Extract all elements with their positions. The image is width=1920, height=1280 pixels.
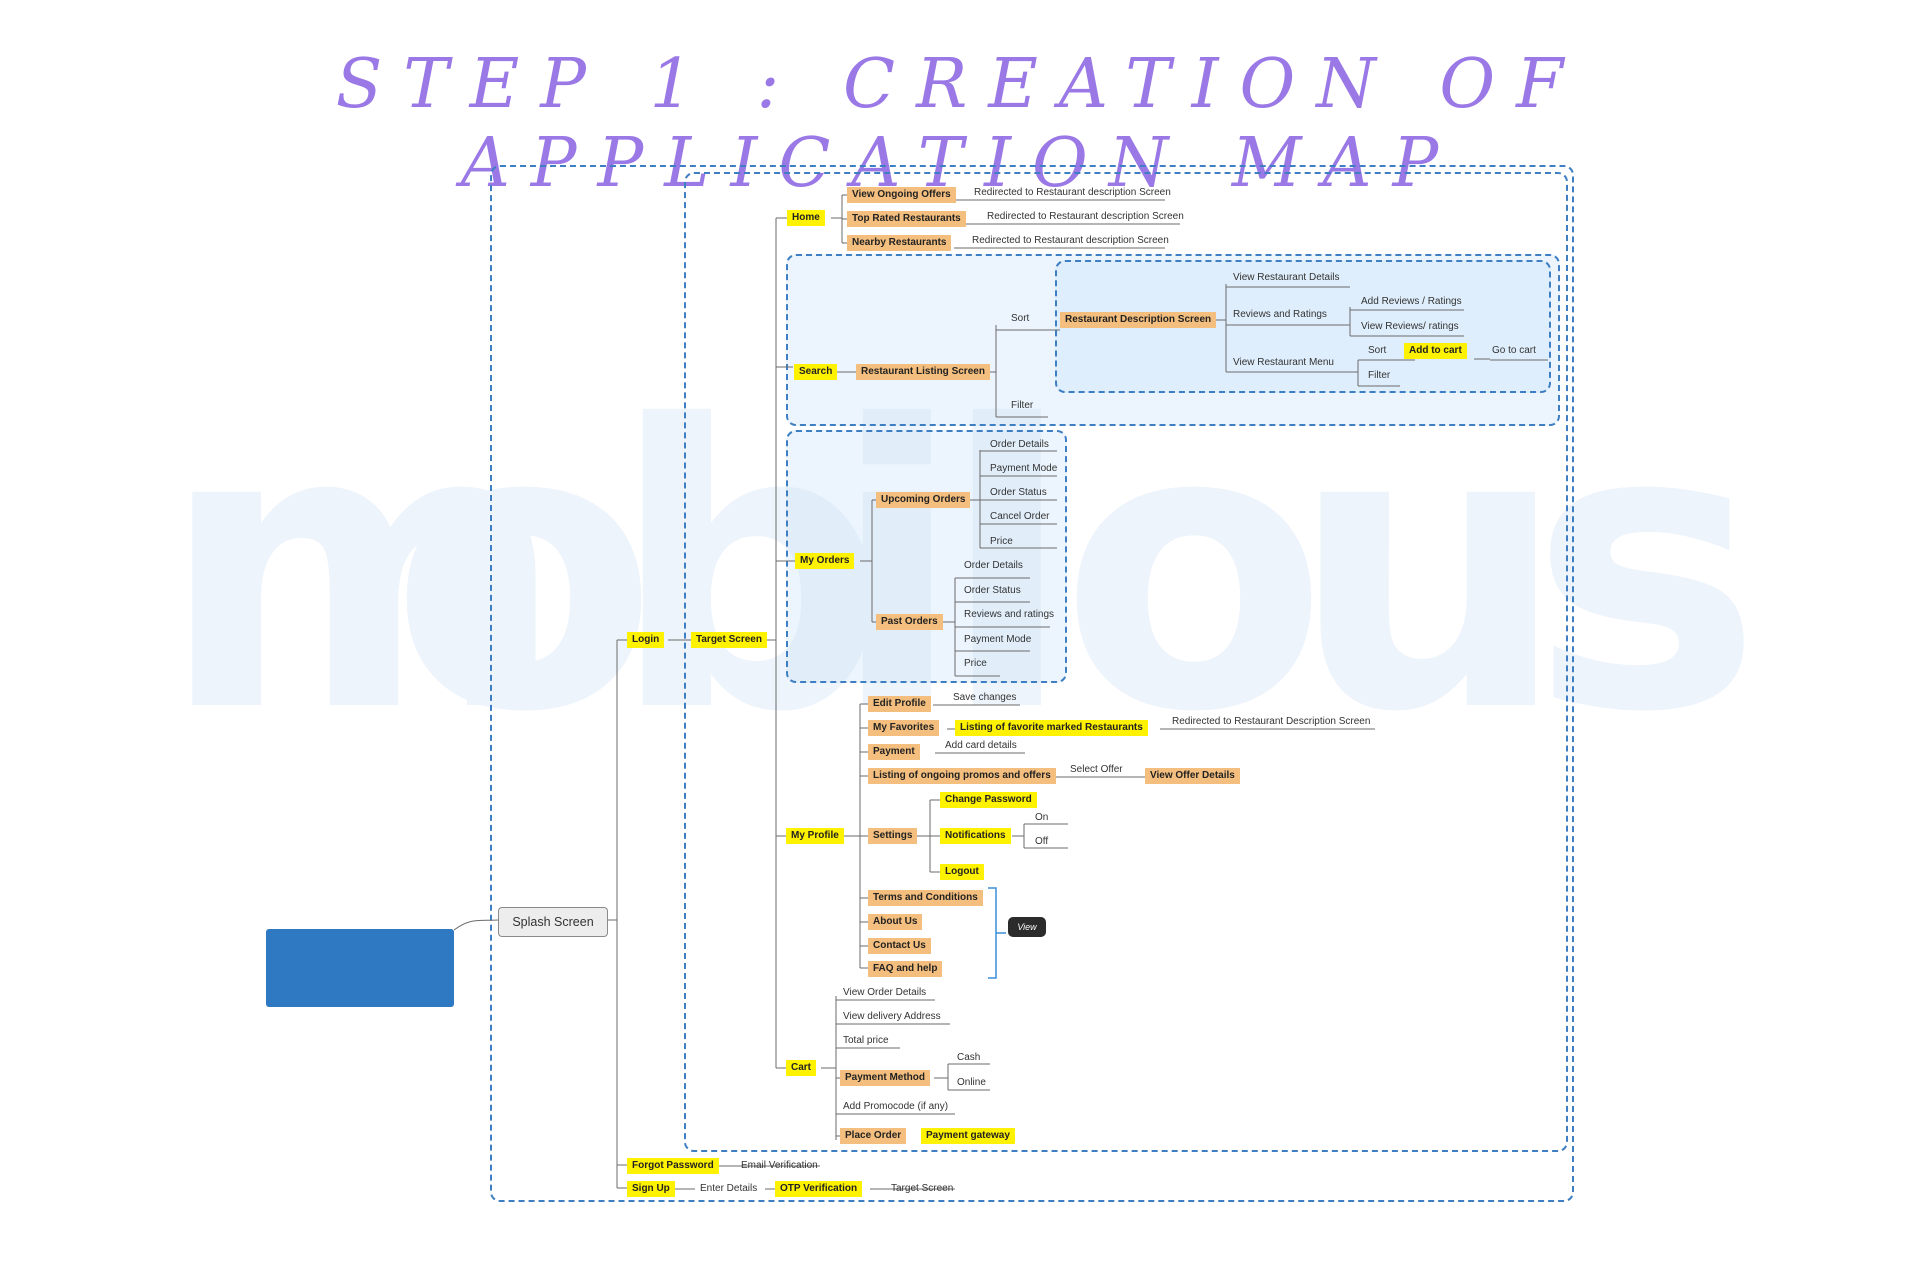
node-past-orders: Past Orders (876, 614, 943, 630)
watermark-letter: o (1060, 343, 1328, 797)
node-go-to-cart: Go to cart (1492, 345, 1536, 356)
node-about-us: About Us (868, 914, 923, 930)
node-add-promocode: Add Promocode (if any) (843, 1101, 949, 1112)
node-sort: Sort (1011, 313, 1030, 324)
node-past-item: Order Details (964, 560, 1023, 571)
node-edit-profile: Edit Profile (868, 696, 931, 712)
node-change-password: Change Password (940, 792, 1037, 808)
node-redirect-3: Redirected to Restaurant description Scr… (972, 235, 1169, 246)
node-splash-screen: Splash Screen (498, 907, 608, 937)
watermark-letter: u (1290, 343, 1568, 797)
watermark-letter: m (160, 343, 567, 797)
node-past-item: Price (964, 658, 987, 669)
node-otp-verification: OTP Verification (775, 1181, 863, 1197)
node-view-offer-details: View Offer Details (1145, 768, 1240, 784)
node-restaurant-description: Restaurant Description Screen (1060, 312, 1217, 328)
node-payment-gateway: Payment gateway (921, 1128, 1015, 1144)
search-frame (786, 254, 1560, 426)
node-filter: Filter (1011, 400, 1034, 411)
node-top-rated-restaurants: Top Rated Restaurants (847, 211, 966, 227)
node-add-to-cart: Add to cart (1404, 343, 1467, 359)
node-sign-up: Sign Up (627, 1181, 675, 1197)
node-upcoming-item: Cancel Order (990, 511, 1050, 522)
node-favorite-redirect: Redirected to Restaurant Description Scr… (1172, 716, 1371, 727)
node-faq-help: FAQ and help (868, 961, 943, 977)
node-payment: Payment (868, 744, 920, 760)
watermark-letter: o (390, 343, 658, 797)
node-select-offer: Select Offer (1070, 764, 1123, 775)
node-total-price: Total price (843, 1035, 889, 1046)
node-view-ongoing-offers: View Ongoing Offers (847, 187, 956, 203)
watermark-letter: b (610, 343, 890, 797)
node-home: Home (787, 210, 825, 226)
node-notifications-on: On (1035, 812, 1049, 823)
node-notifications-off: Off (1035, 836, 1049, 847)
node-logout: Logout (940, 864, 984, 880)
node-online: Online (957, 1077, 986, 1088)
node-search: Search (794, 364, 838, 380)
node-past-item: Payment Mode (964, 634, 1032, 645)
node-cash: Cash (957, 1052, 981, 1063)
node-view: View (1008, 917, 1046, 937)
node-add-reviews: Add Reviews / Ratings (1361, 296, 1462, 307)
node-settings: Settings (868, 828, 918, 844)
target-screen-frame (684, 172, 1568, 1152)
node-login: Login (627, 632, 665, 648)
node-save-changes: Save changes (953, 692, 1017, 703)
node-cart: Cart (786, 1060, 817, 1076)
node-restaurant-listing: Restaurant Listing Screen (856, 364, 990, 380)
node-notifications: Notifications (940, 828, 1011, 844)
node-terms-conditions: Terms and Conditions (868, 890, 983, 906)
mobilous-watermark: m o b i l o u s (160, 350, 1800, 790)
node-add-card-details: Add card details (945, 740, 1017, 751)
node-upcoming-item: Order Details (990, 439, 1049, 450)
node-my-orders: My Orders (795, 553, 855, 569)
node-reviews-ratings: Reviews and Ratings (1233, 309, 1327, 320)
node-promos-offers: Listing of ongoing promos and offers (868, 768, 1056, 784)
node-view-order-details: View Order Details (843, 987, 927, 998)
node-menu-sort: Sort (1368, 345, 1387, 356)
node-upcoming-item: Payment Mode (990, 463, 1058, 474)
node-view-reviews: View Reviews/ ratings (1361, 321, 1459, 332)
node-contact-us: Contact Us (868, 938, 931, 954)
application-frame (490, 165, 1574, 1202)
node-payment-method: Payment Method (840, 1070, 931, 1086)
node-redirect-1: Redirected to Restaurant description Scr… (974, 187, 1171, 198)
node-place-order: Place Order (840, 1128, 907, 1144)
node-past-item: Reviews and ratings (964, 609, 1055, 620)
watermark-letter: i (830, 343, 964, 797)
node-forgot-password: Forgot Password (627, 1158, 719, 1174)
node-menu-filter: Filter (1368, 370, 1391, 381)
node-nearby-restaurants: Nearby Restaurants (847, 235, 952, 251)
node-enter-details: Enter Details (700, 1183, 758, 1194)
node-my-favorites: My Favorites (868, 720, 940, 736)
node-upcoming-orders: Upcoming Orders (876, 492, 971, 508)
node-target-screen: Target Screen (691, 632, 767, 648)
watermark-letter: l (940, 343, 1074, 797)
node-favorite-listing: Listing of favorite marked Restaurants (955, 720, 1148, 736)
blue-placeholder-box (266, 929, 454, 1007)
node-email-verification: Email Verification (741, 1160, 818, 1171)
node-redirect-2: Redirected to Restaurant description Scr… (987, 211, 1184, 222)
node-signup-target-screen: Target Screen (891, 1183, 954, 1194)
watermark-letter: s (1530, 343, 1763, 797)
node-view-restaurant-menu: View Restaurant Menu (1233, 357, 1334, 368)
node-view-restaurant-details: View Restaurant Details (1233, 272, 1340, 283)
node-upcoming-item: Price (990, 536, 1013, 547)
node-past-item: Order Status (964, 585, 1021, 596)
page-title: STEP 1 : CREATION OF APPLICATION MAP (335, 45, 1585, 203)
node-view-delivery-address: View delivery Address (843, 1011, 941, 1022)
node-my-profile: My Profile (786, 828, 844, 844)
node-upcoming-item: Order Status (990, 487, 1047, 498)
